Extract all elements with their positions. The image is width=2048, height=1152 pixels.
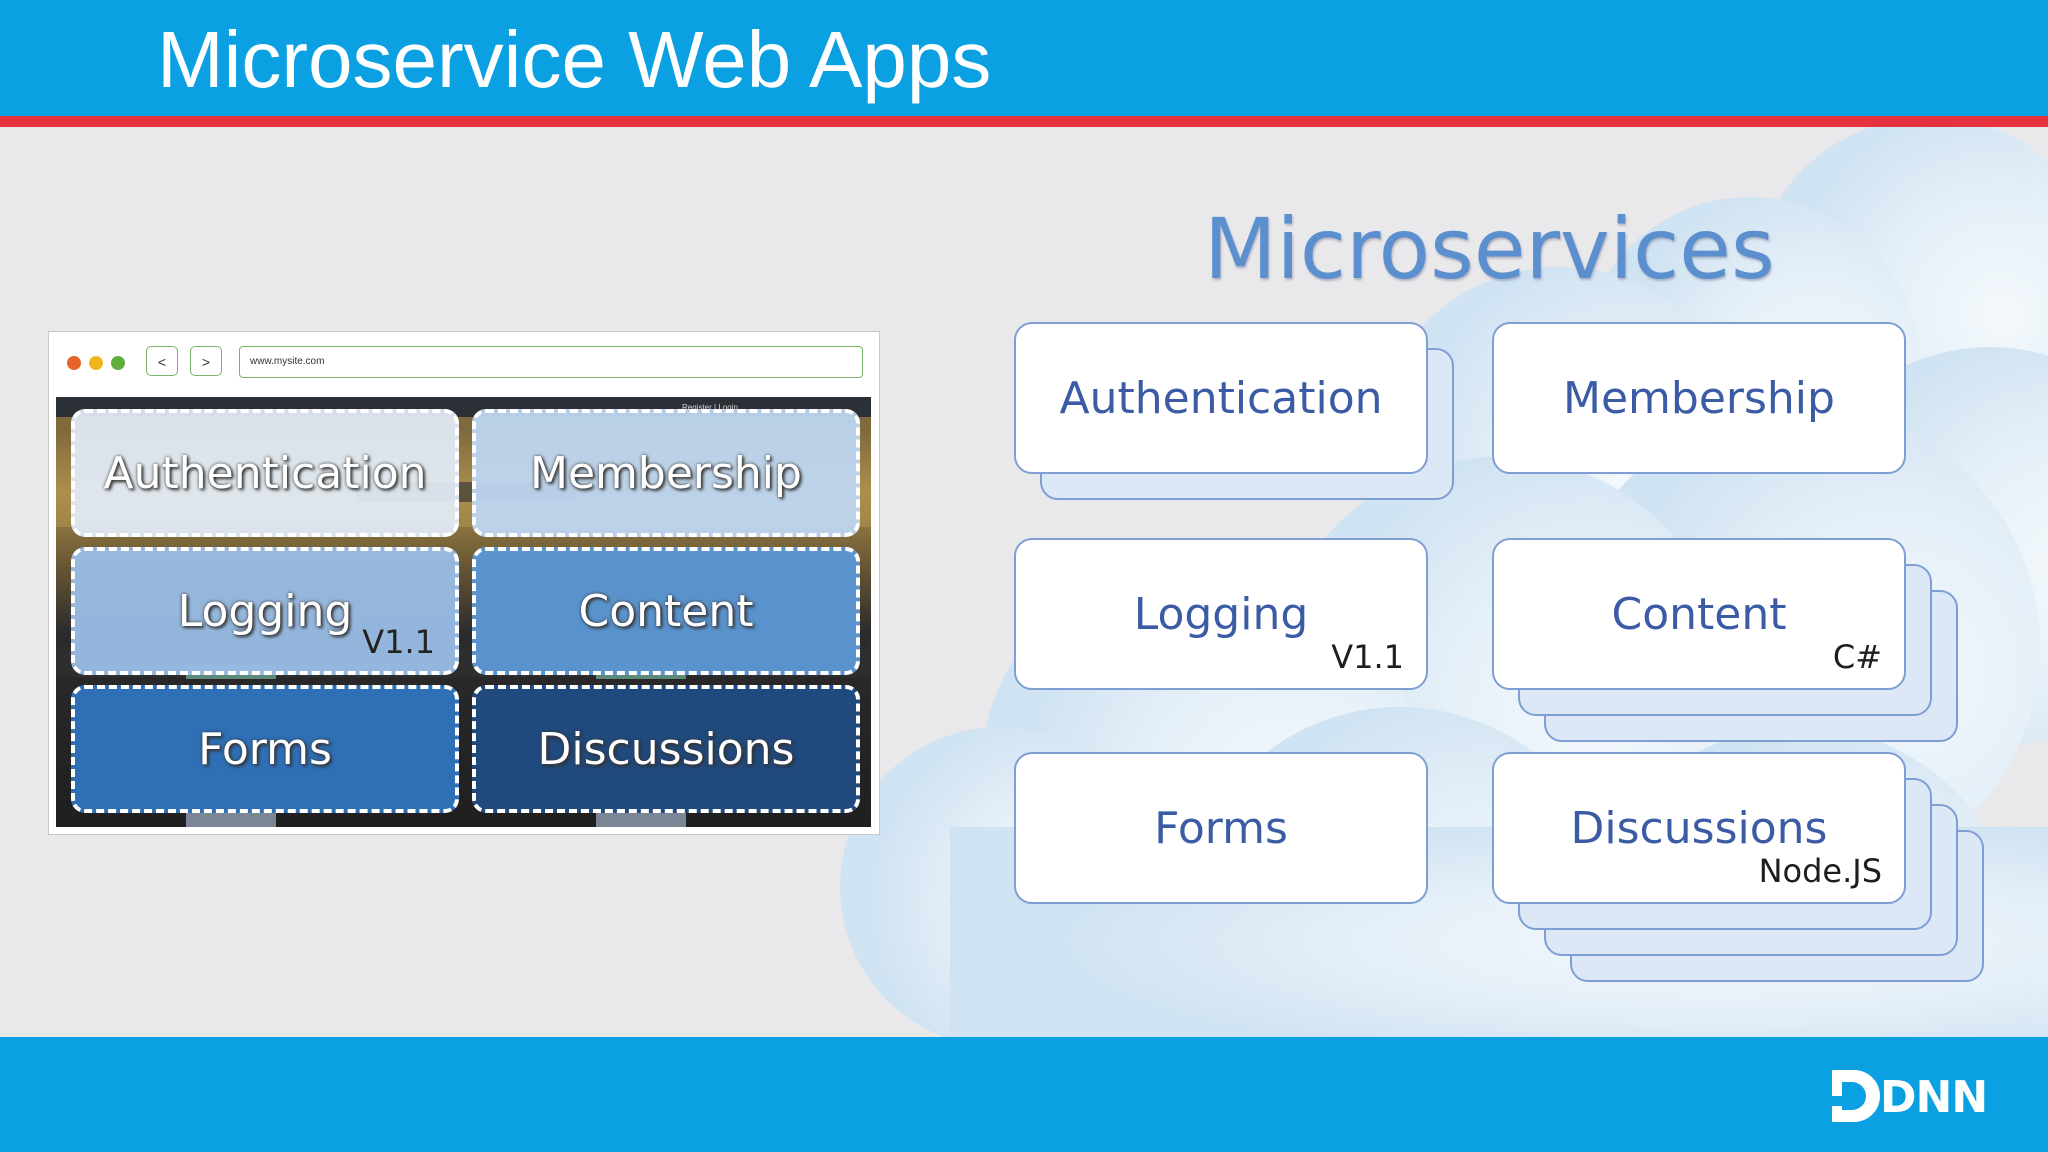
tile-label: Content bbox=[578, 585, 754, 637]
dnn-logo-icon bbox=[1828, 1070, 1880, 1122]
slide-title: Microservice Web Apps bbox=[157, 15, 992, 104]
tile-version: V1.1 bbox=[362, 623, 435, 661]
tile-forms: Forms bbox=[71, 685, 459, 813]
header-accent-line bbox=[0, 116, 2048, 127]
tile-content: Content bbox=[472, 547, 860, 675]
microservices-title: Microservices bbox=[1204, 200, 1775, 298]
tile-discussions: Discussions bbox=[472, 685, 860, 813]
card-label: Discussions bbox=[1570, 802, 1828, 854]
forward-button[interactable]: > bbox=[190, 346, 222, 376]
tile-label: Logging bbox=[177, 585, 353, 637]
site-preview: Register | Login Authentication Membersh… bbox=[56, 397, 871, 827]
address-bar[interactable]: www.mysite.com bbox=[239, 346, 863, 378]
browser-window: < > www.mysite.com Register | Login Auth… bbox=[48, 331, 880, 835]
close-dot-icon[interactable] bbox=[67, 356, 81, 370]
minimize-dot-icon[interactable] bbox=[89, 356, 103, 370]
tile-logging: Logging V1.1 bbox=[71, 547, 459, 675]
content-card: Content C# bbox=[1492, 538, 1906, 690]
maximize-dot-icon[interactable] bbox=[111, 356, 125, 370]
site-login-links[interactable]: Register | Login bbox=[682, 403, 738, 412]
logging-card: Logging V1.1 bbox=[1014, 538, 1428, 690]
slide-footer bbox=[0, 1037, 2048, 1152]
forms-card: Forms bbox=[1014, 752, 1428, 904]
tile-label: Authentication bbox=[103, 447, 427, 499]
card-label: Content bbox=[1611, 588, 1787, 640]
card-tag: C# bbox=[1832, 638, 1882, 676]
card-label: Forms bbox=[1154, 802, 1288, 854]
tile-label: Membership bbox=[530, 447, 802, 499]
card-label: Authentication bbox=[1059, 372, 1383, 424]
back-button[interactable]: < bbox=[146, 346, 178, 376]
tile-membership: Membership bbox=[472, 409, 860, 537]
card-label: Logging bbox=[1133, 588, 1309, 640]
discussions-card: Discussions Node.JS bbox=[1492, 752, 1906, 904]
card-tag: V1.1 bbox=[1331, 638, 1404, 676]
dnn-logo-text: DNN bbox=[1880, 1072, 1988, 1123]
slide-header: Microservice Web Apps bbox=[0, 0, 2048, 116]
membership-card: Membership bbox=[1492, 322, 1906, 474]
tile-authentication: Authentication bbox=[71, 409, 459, 537]
card-label: Membership bbox=[1563, 372, 1835, 424]
tile-label: Discussions bbox=[537, 723, 795, 775]
authentication-card: Authentication bbox=[1014, 322, 1428, 474]
card-tag: Node.JS bbox=[1758, 852, 1882, 890]
tile-label: Forms bbox=[198, 723, 332, 775]
